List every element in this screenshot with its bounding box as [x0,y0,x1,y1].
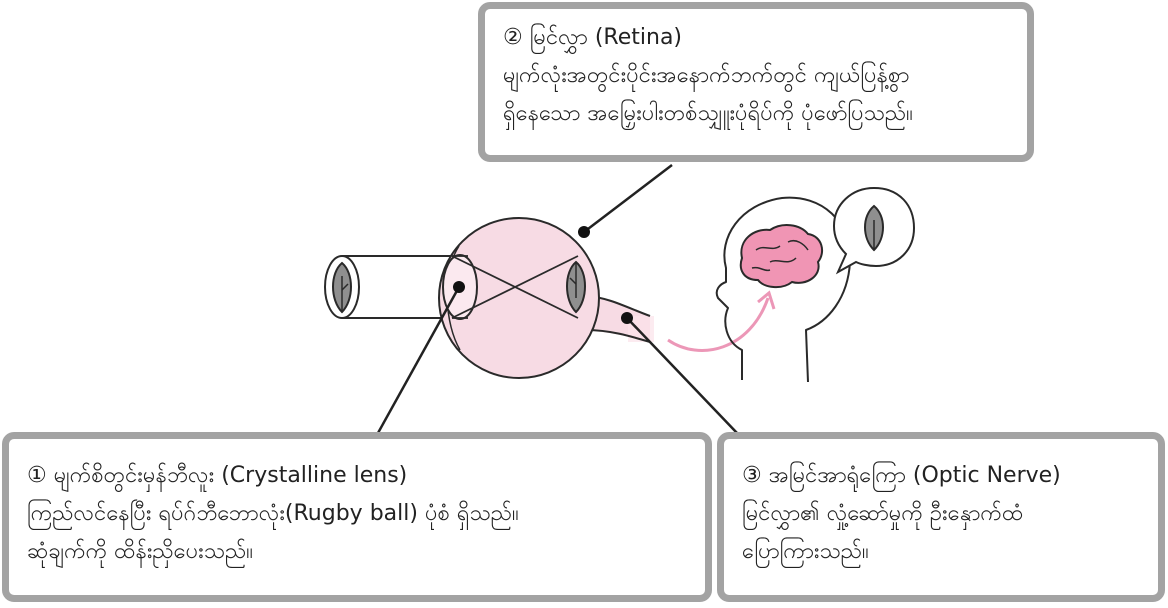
brain-icon [739,224,824,288]
lens-description-line2: ဆုံချက်ကို ထိန်းညှိပေးသည်။ [27,539,253,564]
arrow-icon [667,297,770,352]
lens-description-line1: ကြည်လင်နေပြီး ရပ်ဂ်ဘီဘောလုံး(Rugby ball)… [27,501,519,526]
light-rays [451,255,579,319]
leader-lines [376,164,738,434]
nerve-description-line1: မြင်လွှာ၏ လှုံ့ဆော်မှုကို ဦးနှောက်ထံ [742,501,1024,526]
retina-description-line2: ရှိနေသော အမြှေးပါးတစ်သျှူးပုံရိပ်ကို ပုံ… [503,101,913,126]
leaf-icon [332,261,352,314]
nerve-description-line2: ပြောကြားသည်။ [742,539,869,564]
retina-marker-dot [578,226,590,238]
nerve-marker-dot [621,312,633,324]
retina-description-line1: မျက်လုံးအတွင်းပိုင်းအနောက်ဘက်တွင် ကျယ်ပြ… [503,63,910,88]
retina-title: ② မြင်လွှာ (Retina) [503,25,683,50]
eyeball [438,217,600,379]
lens-callout: ① မျက်စိတွင်းမှန်ဘီလူး (Crystalline lens… [2,432,712,602]
lens-title: ① မျက်စိတွင်းမှန်ဘီလူး (Crystalline lens… [27,463,408,488]
retina-callout: ② မြင်လွှာ (Retina) မျက်လုံးအတွင်းပိုင်း… [478,2,1034,162]
optic-nerve-callout: ③ အမြင်အာရုံကြော (Optic Nerve) မြင်လွှာ၏… [717,432,1165,602]
lens-marker-dot [453,281,465,293]
speech-bubble-icon [832,186,916,275]
head-outline [715,196,852,383]
nerve-title: ③ အမြင်အာရုံကြော (Optic Nerve) [742,463,1061,488]
leaf-icon [566,260,586,314]
